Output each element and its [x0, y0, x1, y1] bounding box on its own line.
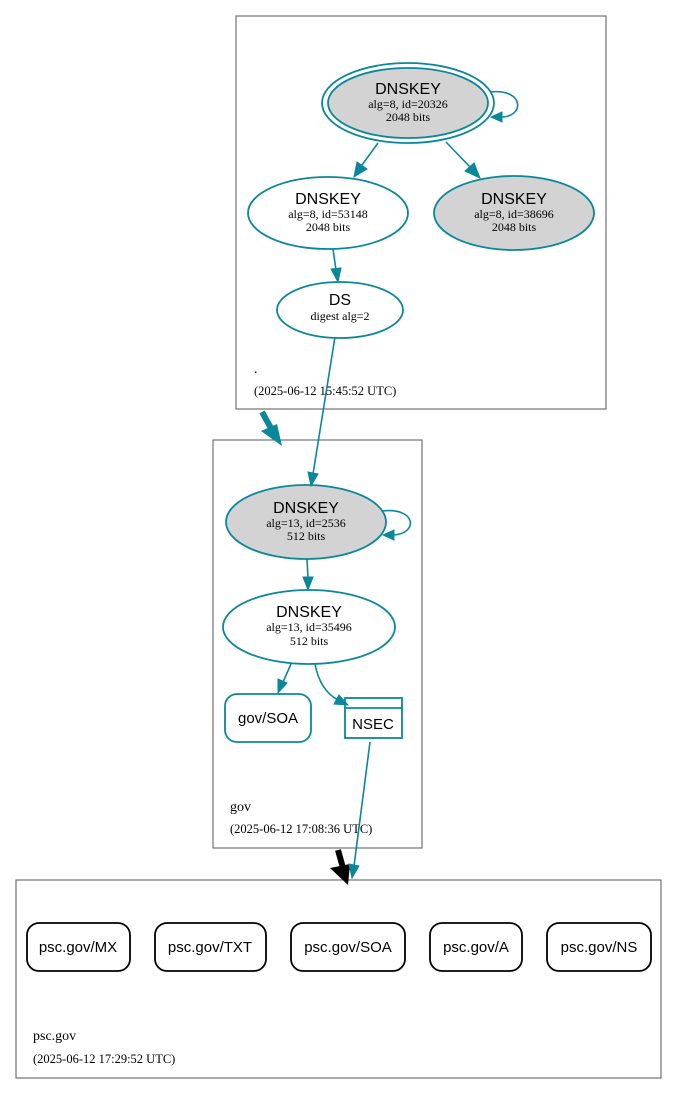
- gov-zone-name: gov: [230, 800, 251, 815]
- gov-zone-timestamp: (2025-06-12 17:08:36 UTC): [230, 822, 372, 836]
- psc-ns-node[interactable]: psc.gov/NS: [546, 922, 652, 972]
- psc-a-label: psc.gov/A: [443, 939, 509, 956]
- edge-gov-ksk-to-zsk: [306, 558, 309, 579]
- edge-gov-zsk-to-soa-arrow: [277, 678, 288, 695]
- root-zsk2-type: DNSKEY: [481, 191, 547, 208]
- psc-ns-label: psc.gov/NS: [561, 939, 638, 956]
- root-zsk-node[interactable]: DNSKEY alg=8, id=53148 2048 bits: [247, 176, 409, 250]
- gov-soa-node[interactable]: gov/SOA: [224, 693, 312, 743]
- root-zsk-type: DNSKEY: [295, 191, 361, 208]
- edge-ksk-to-zsk2: [445, 141, 471, 168]
- psc-soa-node[interactable]: psc.gov/SOA: [290, 922, 406, 972]
- psc-txt-node[interactable]: psc.gov/TXT: [154, 922, 267, 972]
- root-zone-name: .: [254, 362, 258, 377]
- edge-gov-zsk-to-soa: [282, 663, 292, 683]
- gov-zsk-bits: 512 bits: [290, 634, 329, 648]
- psc-soa-label: psc.gov/SOA: [304, 939, 392, 956]
- edge-nsec-to-psc-arrow: [348, 863, 360, 880]
- edge-gov-zsk-to-nsec: [314, 663, 339, 701]
- psc-txt-label: psc.gov/TXT: [168, 939, 252, 956]
- root-zsk2-detail: alg=8, id=38696: [474, 207, 554, 221]
- root-ksk-node[interactable]: DNSKEY alg=8, id=20326 2048 bits: [321, 62, 495, 144]
- gov-ksk-self-loop: [381, 509, 412, 536]
- gov-nsec-node[interactable]: NSEC: [344, 697, 403, 739]
- gov-zsk-type: DNSKEY: [276, 604, 342, 621]
- root-zsk2-node[interactable]: DNSKEY alg=8, id=38696 2048 bits: [433, 175, 595, 251]
- root-ksk-self-loop-arrow: [489, 111, 503, 123]
- edge-zsk-to-ds-arrow: [330, 267, 342, 284]
- delegation-gov-to-psc: [335, 849, 346, 869]
- ds-type: DS: [329, 292, 351, 309]
- root-ksk-detail: alg=8, id=20326: [368, 97, 448, 111]
- psc-zone-box: [15, 879, 662, 1079]
- edge-ksk-to-zsk: [361, 142, 379, 166]
- psc-zone-timestamp: (2025-06-12 17:29:52 UTC): [33, 1052, 175, 1066]
- gov-zsk-detail: alg=13, id=35496: [266, 620, 352, 634]
- edge-zsk-to-ds: [332, 248, 337, 271]
- psc-mx-label: psc.gov/MX: [39, 939, 117, 956]
- edge-gov-ksk-to-zsk-arrow: [302, 576, 314, 592]
- root-zone-box: [235, 15, 607, 410]
- edge-ds-to-gov-ksk: [312, 336, 336, 475]
- edge-nsec-to-psc: [353, 741, 371, 867]
- gov-ksk-detail: alg=13, id=2536: [266, 516, 346, 530]
- gov-ksk-type: DNSKEY: [273, 500, 339, 517]
- edge-ds-to-gov-ksk-arrow: [307, 471, 319, 488]
- root-zsk-bits: 2048 bits: [306, 220, 351, 234]
- psc-a-node[interactable]: psc.gov/A: [429, 922, 523, 972]
- root-ksk-self-loop: [489, 90, 519, 118]
- root-zsk-detail: alg=8, id=53148: [288, 207, 368, 221]
- gov-ksk-self-loop-arrow: [381, 529, 395, 541]
- gov-nsec-label: NSEC: [352, 716, 394, 733]
- edge-gov-zsk-to-nsec-arrow: [333, 694, 350, 706]
- root-zone-timestamp: (2025-06-12 15:45:52 UTC): [254, 384, 396, 398]
- gov-soa-label: gov/SOA: [238, 710, 298, 727]
- gov-ksk-bits: 512 bits: [287, 529, 326, 543]
- delegation-root-to-gov-arrow: [261, 424, 282, 446]
- root-ksk-bits: 2048 bits: [386, 110, 431, 124]
- root-ksk-type: DNSKEY: [375, 81, 441, 98]
- gov-ksk-node[interactable]: DNSKEY alg=13, id=2536 512 bits: [225, 484, 387, 560]
- ds-detail: digest alg=2: [310, 309, 369, 323]
- gov-zsk-node[interactable]: DNSKEY alg=13, id=35496 512 bits: [222, 589, 396, 665]
- psc-zone-name: psc.gov: [33, 1029, 76, 1044]
- delegation-gov-to-psc-arrow: [330, 864, 350, 885]
- psc-mx-node[interactable]: psc.gov/MX: [26, 922, 131, 972]
- root-zsk2-bits: 2048 bits: [492, 220, 537, 234]
- edge-ksk-to-zsk-arrow: [353, 161, 368, 179]
- edge-ksk-to-zsk2-arrow: [464, 162, 481, 179]
- gov-zone-box: [212, 439, 423, 849]
- root-ds-node[interactable]: DS digest alg=2: [276, 281, 404, 339]
